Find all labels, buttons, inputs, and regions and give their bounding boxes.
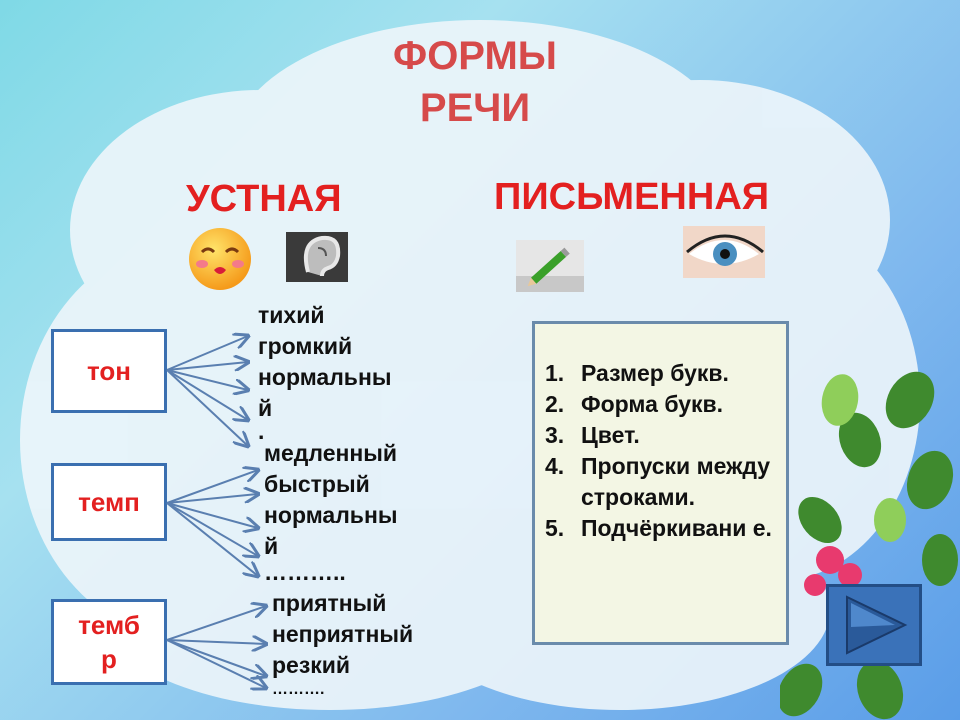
list-item: 3.Цвет.	[545, 422, 640, 448]
written-features-list: 1.Размер букв. 2.Форма букв. 3.Цвет. 4.П…	[545, 358, 786, 544]
pencil-icon	[516, 240, 584, 292]
next-slide-button[interactable]	[826, 584, 922, 666]
list-item: резкий	[272, 652, 351, 678]
timbre-list: приятный неприятный резкий ……….	[272, 588, 413, 699]
tone-label: тон	[87, 356, 131, 386]
ear-icon	[286, 232, 348, 282]
list-item: нормальны	[264, 502, 398, 528]
list-item: 2.Форма букв.	[545, 391, 724, 417]
timbre-label-line1: темб	[78, 610, 140, 640]
list-item: .	[258, 418, 265, 444]
list-item: й	[258, 395, 273, 421]
list-item: быстрый	[264, 471, 370, 497]
page-title: ФОРМЫ РЕЧИ	[330, 30, 620, 134]
title-line-1: ФОРМЫ	[393, 34, 557, 78]
list-item: 4.Пропуски между строками.	[545, 453, 771, 510]
tone-box: тон	[51, 329, 167, 413]
list-item: неприятный	[272, 621, 414, 647]
face-icon	[189, 228, 251, 290]
written-heading: ПИСЬМЕННАЯ	[494, 176, 770, 218]
tempo-list: медленный быстрый нормальны й ………..	[264, 438, 398, 585]
tempo-box: темп	[51, 463, 167, 541]
tempo-label: темп	[78, 487, 140, 517]
list-item: нормальны	[258, 364, 392, 390]
list-item: 5.Подчёркивани е.	[545, 515, 772, 541]
timbre-label-line2: р	[101, 644, 117, 674]
list-item: ……….	[272, 681, 325, 698]
timbre-box: темб р	[51, 599, 167, 685]
list-item: й	[264, 533, 279, 559]
tone-list: тихий громкий нормальны й .	[258, 300, 392, 444]
eye-icon	[683, 226, 765, 278]
title-line-2: РЕЧИ	[419, 86, 531, 130]
oral-heading: УСТНАЯ	[186, 178, 342, 220]
list-item: приятный	[272, 590, 387, 616]
written-features-box: 1.Размер букв. 2.Форма букв. 3.Цвет. 4.П…	[532, 321, 789, 645]
list-item: медленный	[264, 440, 398, 466]
list-item: тихий	[258, 302, 325, 328]
list-item: ………..	[264, 559, 346, 585]
play-arrow-icon	[846, 595, 908, 655]
list-item: 1.Размер букв.	[545, 360, 729, 386]
list-item: громкий	[258, 333, 353, 359]
